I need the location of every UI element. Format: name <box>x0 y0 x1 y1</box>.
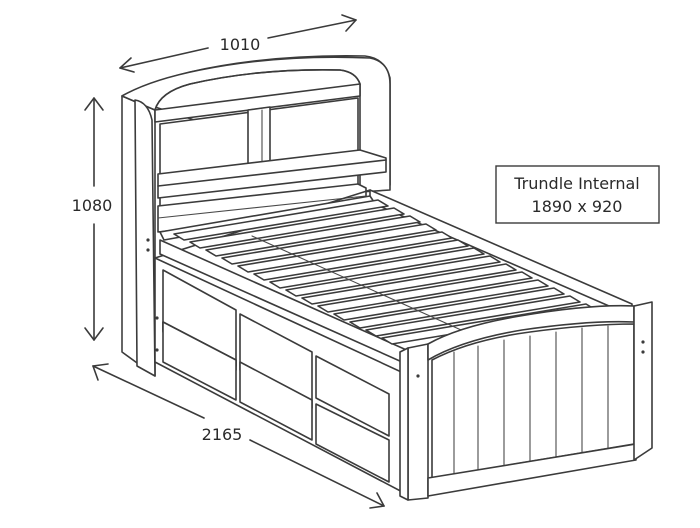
drawer-bottom-2 <box>239 361 313 441</box>
height-dimension-label: 1080 <box>72 196 113 215</box>
drawer-bottom-1 <box>162 321 237 401</box>
length-dimension-label: 2165 <box>202 425 243 444</box>
callout-line-2: 1890 x 920 <box>532 197 623 216</box>
footboard <box>399 301 653 501</box>
headboard-bookcase <box>121 55 391 377</box>
width-dimension-arrow <box>119 14 357 73</box>
length-dimension-arrow <box>92 363 385 509</box>
trundle-callout-box <box>495 165 660 224</box>
height-dimension-arrow <box>84 97 104 341</box>
drawer-bottom-3 <box>315 403 390 483</box>
drawer-top-3 <box>315 355 390 437</box>
callout-line-1: Trundle Internal <box>513 174 639 193</box>
width-dimension-label: 1010 <box>220 35 261 54</box>
